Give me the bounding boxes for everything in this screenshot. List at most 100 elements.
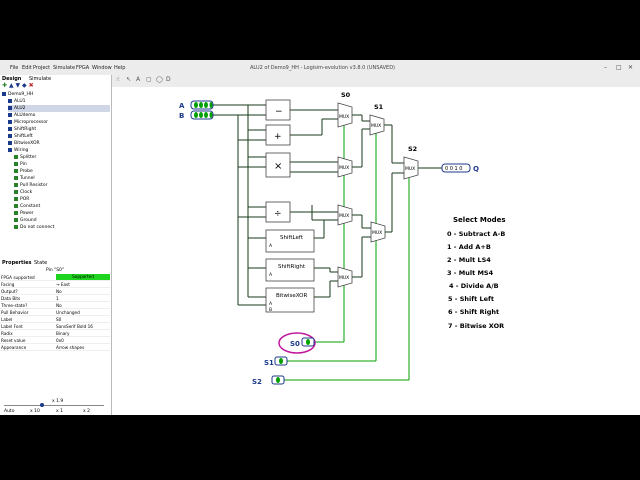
- property-value[interactable]: Binary: [56, 331, 70, 336]
- tree-item-icon: [14, 168, 18, 173]
- zoom-x10-button[interactable]: x 10: [30, 409, 40, 414]
- property-value[interactable]: SansSerif Bold 16: [56, 324, 93, 329]
- tree-item[interactable]: ALU2: [8, 105, 110, 112]
- mux-s0-bottom[interactable]: [337, 266, 353, 288]
- zoom-x1-button[interactable]: x 1: [56, 409, 63, 414]
- zoom-auto-button[interactable]: Auto: [4, 409, 15, 414]
- zoom-slider[interactable]: [4, 405, 104, 406]
- zoom-x2-button[interactable]: x 2: [83, 409, 90, 414]
- tab-properties[interactable]: Properties: [2, 260, 32, 266]
- bitwisexor-port-a: A: [269, 301, 273, 307]
- shiftright-block[interactable]: [265, 258, 315, 282]
- shiftleft-port-a: A: [269, 243, 273, 249]
- menu-simulate[interactable]: Simulate: [53, 65, 76, 71]
- property-row[interactable]: Output?No: [0, 288, 110, 295]
- multiplier[interactable]: [265, 152, 291, 178]
- tree-item[interactable]: ALUdemo: [8, 112, 110, 119]
- select-tool-icon[interactable]: ↖: [126, 76, 132, 83]
- adder[interactable]: [265, 124, 291, 146]
- shiftleft-block[interactable]: [265, 229, 315, 253]
- delete-icon[interactable]: ✖: [28, 82, 34, 89]
- and-gate-icon[interactable]: D: [166, 76, 171, 83]
- subtractor[interactable]: [265, 99, 291, 121]
- tree-item[interactable]: Splitter: [14, 154, 110, 161]
- output-pin-icon[interactable]: ◯: [156, 76, 163, 83]
- tree-item[interactable]: Demo9_HH: [2, 91, 110, 98]
- property-value[interactable]: → East: [56, 282, 70, 287]
- property-value[interactable]: Supported: [56, 274, 110, 280]
- property-value[interactable]: S0: [56, 317, 62, 322]
- tree-item[interactable]: Probe: [14, 168, 110, 175]
- tree-item[interactable]: Pull Resistor: [14, 182, 110, 189]
- property-row[interactable]: Pull Behavior Unchanged: [0, 309, 110, 316]
- edit-icon[interactable]: ◆: [22, 82, 27, 89]
- tree-item[interactable]: Wiring: [8, 147, 110, 154]
- move-up-icon[interactable]: ▲: [8, 82, 14, 89]
- tree-item[interactable]: ShiftRight: [8, 126, 110, 133]
- tree-item-icon: [8, 140, 12, 145]
- property-value[interactable]: Arrow shapes: [56, 345, 85, 350]
- poke-tool-icon[interactable]: ☝: [116, 76, 120, 83]
- tab-design[interactable]: Design: [2, 76, 22, 82]
- mux-s0-top[interactable]: [337, 102, 353, 128]
- property-value[interactable]: 0x0: [56, 338, 64, 343]
- tree-item-label: Tunnel: [20, 176, 35, 181]
- menu-fpga[interactable]: FPGA: [76, 65, 90, 71]
- tree-item-label: Pull Resistor: [20, 183, 48, 188]
- output-q-value: 0 0 1 0: [445, 166, 463, 172]
- tree-item[interactable]: Ground: [14, 217, 110, 224]
- zoom-slider-thumb[interactable]: [40, 403, 44, 407]
- tree-item[interactable]: POR: [14, 196, 110, 203]
- tree-item[interactable]: Microprocessor: [8, 119, 110, 126]
- close-icon[interactable]: ✕: [628, 64, 634, 71]
- tree-item[interactable]: Clock: [14, 189, 110, 196]
- mux-s1-top[interactable]: [369, 114, 385, 136]
- mux-s2[interactable]: [403, 156, 419, 180]
- input-pin-icon[interactable]: ▢: [146, 76, 152, 83]
- mux-s0-lower[interactable]: [337, 204, 353, 226]
- mux-s1-bottom[interactable]: [370, 221, 386, 243]
- move-down-icon[interactable]: ▼: [15, 82, 21, 89]
- tab-simulate[interactable]: Simulate: [28, 76, 52, 82]
- menu-window[interactable]: Window: [92, 65, 112, 71]
- shiftright-port-a: A: [269, 272, 273, 278]
- menu-file[interactable]: File: [10, 65, 19, 71]
- text-tool-icon[interactable]: A: [136, 76, 141, 83]
- tree-item-icon: [14, 203, 18, 208]
- divider[interactable]: [265, 201, 291, 223]
- property-value[interactable]: No: [56, 289, 62, 294]
- menu-project[interactable]: Project: [33, 65, 51, 71]
- minimize-icon[interactable]: –: [604, 64, 607, 71]
- tree-item[interactable]: ALU1: [8, 98, 110, 105]
- tree-item[interactable]: Do not connect: [14, 224, 110, 231]
- property-value[interactable]: 1: [56, 296, 59, 301]
- bitwisexor-block[interactable]: [265, 287, 315, 313]
- menu-edit[interactable]: Edit: [22, 65, 32, 71]
- property-row[interactable]: Facing→ East: [0, 281, 110, 288]
- menu-help[interactable]: Help: [114, 65, 126, 71]
- property-value[interactable]: No: [56, 303, 62, 308]
- property-row[interactable]: Three-state?No: [0, 302, 110, 309]
- select-mode-item: 6 - Shift Right: [448, 308, 499, 316]
- tab-state[interactable]: State: [34, 260, 48, 266]
- tree-item[interactable]: ShiftLeft: [8, 133, 110, 140]
- tree-item[interactable]: Constant: [14, 203, 110, 210]
- property-key: Pull Behavior: [1, 310, 29, 315]
- tree-item[interactable]: BitwiseXOR: [8, 140, 110, 147]
- maximize-icon[interactable]: □: [616, 64, 622, 71]
- property-value[interactable]: Unchanged: [56, 310, 80, 315]
- mux-s0-mid[interactable]: [337, 156, 353, 178]
- add-circuit-icon[interactable]: ✚: [2, 82, 8, 89]
- tree-item[interactable]: Power: [14, 210, 110, 217]
- tree-item[interactable]: Tunnel: [14, 175, 110, 182]
- tree-item-icon: [14, 224, 18, 229]
- tree-item[interactable]: Pin: [14, 161, 110, 168]
- circuit-canvas[interactable]: A B − + × ÷ ShiftLeft A ShiftRight A Bit…: [112, 87, 640, 415]
